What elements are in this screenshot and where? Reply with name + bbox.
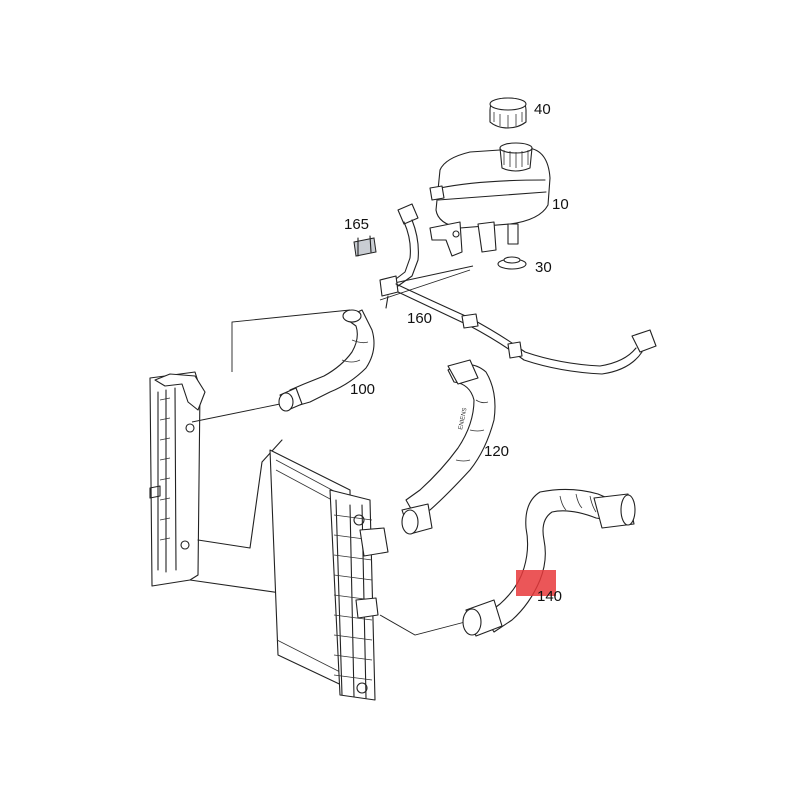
clip	[353, 235, 377, 257]
label-40: 40	[534, 101, 551, 118]
lower-hose	[462, 488, 636, 637]
expansion-tank-cap	[489, 97, 527, 129]
label-140: 140	[537, 588, 562, 605]
highlight-marker	[516, 570, 556, 596]
part-labels: 40 10 30 165 160 100 120 140	[344, 101, 569, 605]
hose-marking: ENIENS	[458, 407, 469, 430]
label-120: 120	[484, 443, 509, 460]
rubber-grommet	[497, 256, 527, 270]
label-165: 165	[344, 216, 369, 233]
radiator	[149, 371, 389, 701]
label-10: 10	[552, 196, 569, 213]
expansion-tank	[429, 142, 551, 257]
label-100: 100	[350, 381, 375, 398]
vent-line	[379, 203, 657, 375]
label-160: 160	[407, 310, 432, 327]
label-30: 30	[535, 259, 552, 276]
intermediate-hose: ENIENS	[401, 359, 496, 535]
upper-hose	[278, 309, 375, 412]
leader-lines	[191, 265, 474, 636]
